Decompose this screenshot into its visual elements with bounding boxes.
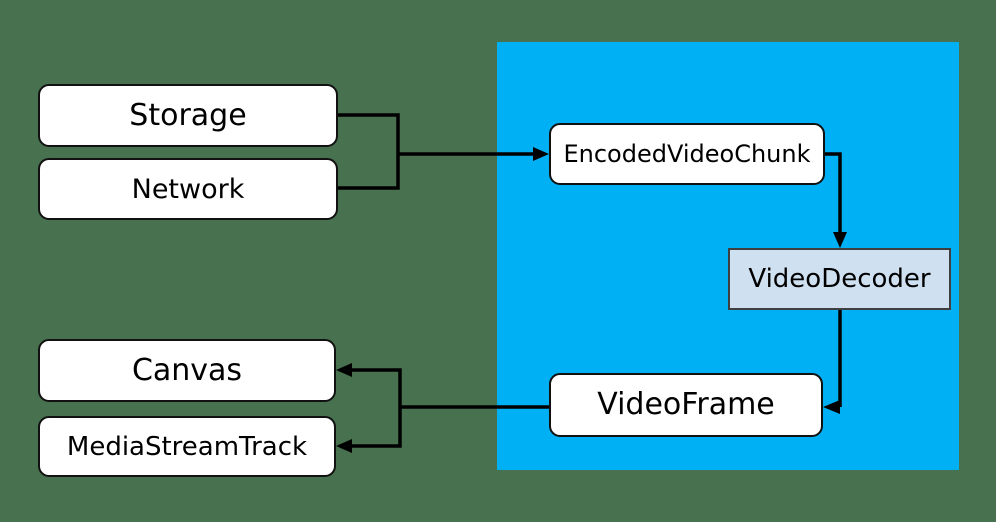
- arrowhead-into-encodedvideochunk: [533, 147, 549, 161]
- node-video-frame: VideoFrame: [549, 373, 823, 437]
- node-media-stream-track: MediaStreamTrack: [38, 416, 336, 477]
- node-media-stream-track-label: MediaStreamTrack: [66, 431, 308, 462]
- connector-videoframe-to-sinks: [336, 363, 549, 453]
- node-storage-label: Storage: [129, 97, 247, 133]
- node-storage: Storage: [38, 84, 338, 147]
- node-canvas-label: Canvas: [131, 352, 243, 388]
- node-encoded-video-chunk: EncodedVideoChunk: [549, 123, 825, 185]
- arrowhead-into-mediastreamtrack: [336, 439, 352, 453]
- arrowhead-into-videodecoder: [833, 232, 847, 248]
- node-network-label: Network: [131, 173, 245, 205]
- arrowhead-into-canvas: [336, 363, 352, 377]
- node-network: Network: [38, 158, 338, 220]
- node-canvas: Canvas: [38, 339, 336, 402]
- node-video-frame-label: VideoFrame: [597, 387, 775, 422]
- connector-sources-to-encodedvideochunk: [336, 113, 549, 190]
- node-video-decoder-label: VideoDecoder: [748, 264, 931, 294]
- connector-videodecoder-to-videoframe: [823, 310, 842, 414]
- connector-encodedvideochunk-to-videodecoder: [825, 152, 847, 248]
- node-encoded-video-chunk-label: EncodedVideoChunk: [563, 140, 811, 168]
- arrowhead-into-videoframe: [823, 400, 840, 414]
- node-video-decoder: VideoDecoder: [728, 248, 951, 310]
